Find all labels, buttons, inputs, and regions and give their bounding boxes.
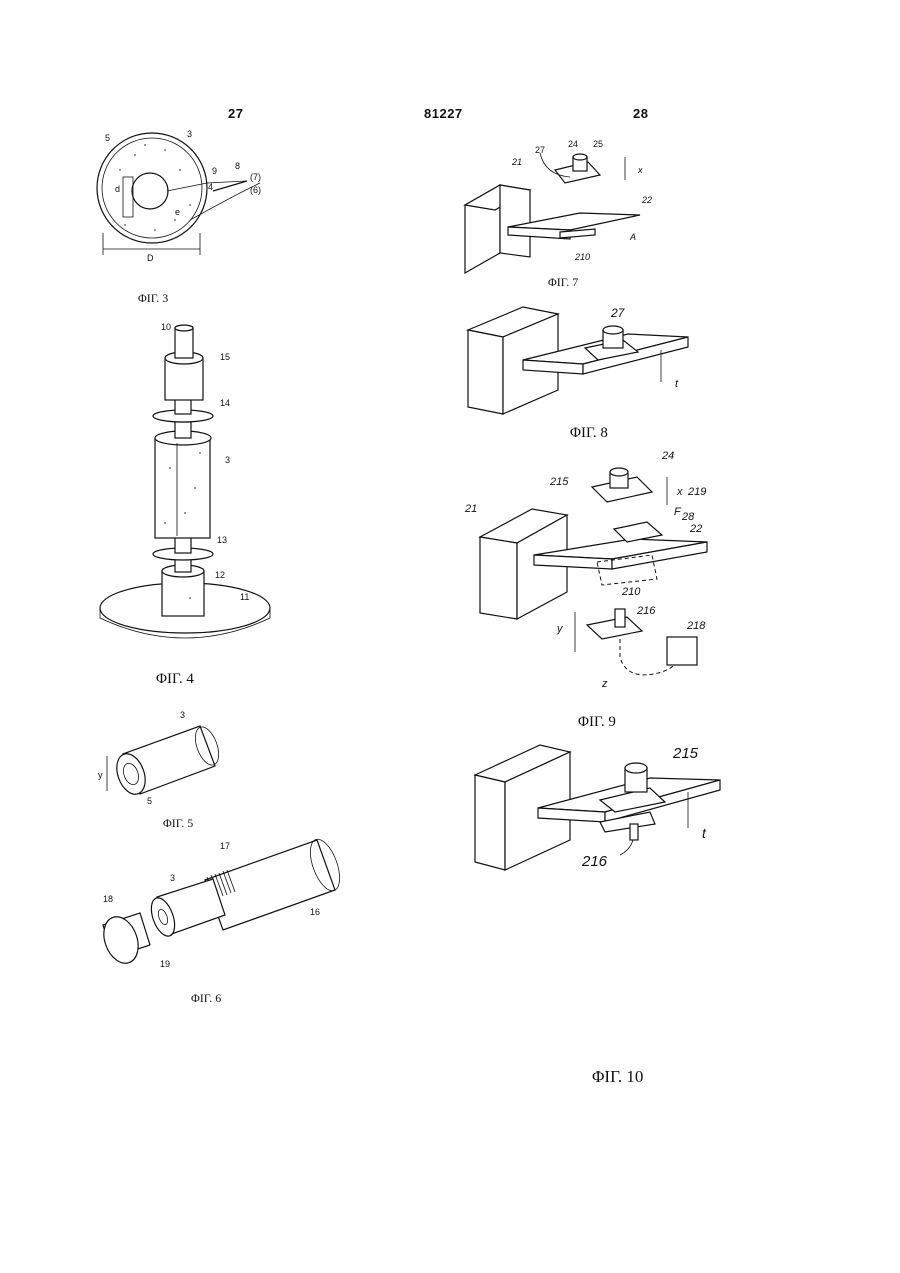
page-number-right: 28: [633, 106, 648, 121]
fig8-label: 27: [610, 306, 626, 320]
figure-8-caption: ΦIΓ. 8: [570, 425, 608, 442]
fig5-label: 3: [180, 710, 185, 720]
fig6-label: 18: [103, 894, 113, 904]
figure-9-caption: ΦIΓ. 9: [578, 714, 616, 731]
fig5-label: 5: [147, 796, 152, 806]
fig5-label: y: [98, 770, 103, 780]
fig4-label: 13: [217, 535, 227, 545]
fig10-label: 216: [581, 853, 608, 870]
figure-4-drawing: 10 15 14 3 13 12 11: [95, 318, 285, 653]
fig9-label: F: [674, 506, 682, 518]
figure-5-caption: ΦIΓ. 5: [163, 816, 193, 831]
fig3-label: D: [147, 253, 154, 263]
figure-9-drawing: 24 215 x 219 21 F 28 22 210 216 218 y z: [462, 447, 712, 692]
figure-3-drawing: 5 3 9 8 (7) 4 (6) d e D: [95, 125, 305, 270]
fig3-label: (7): [250, 172, 261, 182]
fig7-label: x: [637, 165, 643, 175]
fig7-label: 24: [568, 139, 578, 149]
fig9-label: 24: [661, 450, 674, 462]
fig9-label: 21: [464, 503, 477, 515]
figure-7-caption: ΦIΓ. 7: [548, 275, 578, 290]
fig3-label: 5: [105, 133, 110, 143]
fig7-label: 210: [574, 252, 590, 262]
fig8-label: t: [675, 378, 679, 390]
fig3-label: e: [175, 207, 180, 217]
fig7-label: A: [629, 232, 636, 242]
figure-8-drawing: 27 t: [463, 302, 693, 417]
fig3-label: 3: [187, 129, 192, 139]
figure-6-drawing: 17 3 16 18 19: [95, 835, 345, 980]
figure-10-caption: ΦIΓ. 10: [592, 1067, 643, 1087]
fig3-label: d: [115, 184, 120, 194]
patent-number: 81227: [424, 106, 463, 121]
figure-4-caption: ΦIΓ. 4: [156, 671, 194, 688]
fig10-label: 215: [672, 745, 699, 762]
fig3-label: 8: [235, 161, 240, 171]
fig7-label: 22: [641, 195, 652, 205]
figure-6-caption: ΦIΓ. 6: [191, 991, 221, 1006]
fig4-label: 15: [220, 352, 230, 362]
figure-10-drawing: 215 t 216: [470, 740, 730, 875]
fig4-label: 11: [240, 592, 249, 602]
figure-7-drawing: 24 25 27 x 21 22 A 210: [460, 135, 660, 273]
fig6-label: 3: [170, 873, 175, 883]
fig4-label: 3: [225, 455, 230, 465]
figure-5-drawing: 3 y 5: [95, 706, 225, 806]
fig9-label: y: [556, 623, 564, 635]
fig9-label: 28: [681, 511, 695, 523]
fig4-label: 12: [215, 570, 225, 580]
fig7-label: 21: [511, 157, 522, 167]
figure-3-caption: ΦIΓ. 3: [138, 291, 168, 306]
fig7-label: 25: [593, 139, 603, 149]
fig6-label: 17: [220, 841, 230, 851]
fig6-label: 16: [310, 907, 320, 917]
fig9-label: 219: [687, 486, 706, 498]
fig10-label: t: [702, 825, 707, 841]
fig3-label: (6): [250, 185, 261, 195]
fig9-label: 215: [549, 476, 569, 488]
fig4-label: 14: [220, 398, 230, 408]
fig9-label: 218: [686, 620, 706, 632]
fig4-label: 10: [161, 322, 171, 332]
fig6-label: 19: [160, 959, 170, 969]
fig9-label: 210: [621, 586, 641, 598]
fig9-label: 216: [636, 605, 656, 617]
fig9-label: 22: [689, 523, 702, 535]
fig3-label: 9: [212, 166, 217, 176]
fig9-label: z: [601, 678, 608, 690]
fig9-label: x: [676, 486, 683, 498]
fig3-label: 4: [208, 182, 213, 192]
page-number-left: 27: [228, 106, 243, 121]
fig7-label: 27: [535, 145, 545, 155]
